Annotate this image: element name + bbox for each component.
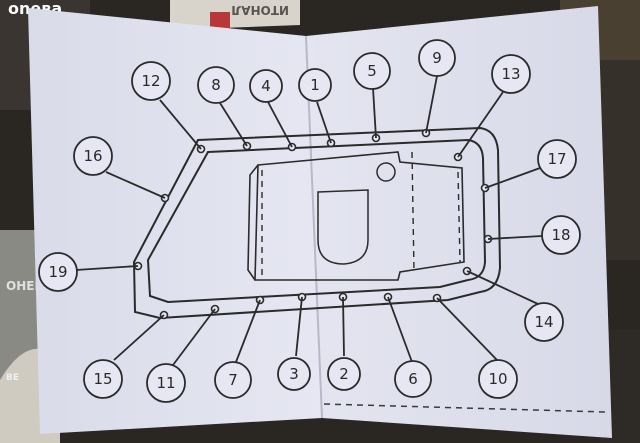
bg-print-text-2: ИТОНАЛ bbox=[231, 3, 289, 17]
callout-7: 7 bbox=[228, 371, 238, 389]
callout-18: 18 bbox=[551, 226, 570, 244]
callout-6: 6 bbox=[408, 370, 418, 388]
callout-17: 17 bbox=[547, 150, 566, 168]
bg-print-text-4: BE bbox=[6, 373, 19, 383]
callout-4: 4 bbox=[261, 77, 271, 95]
callout-14: 14 bbox=[534, 313, 553, 331]
gasket-drawing bbox=[132, 126, 502, 320]
callout-8: 8 bbox=[211, 76, 221, 94]
callout-5: 5 bbox=[367, 62, 377, 80]
callout-circles bbox=[38, 39, 581, 403]
callout-10: 10 bbox=[488, 370, 507, 388]
callout-9: 9 bbox=[432, 49, 442, 67]
callout-labels: 1 2 3 4 5 6 7 8 9 10 11 12 13 14 15 16 1… bbox=[48, 49, 570, 392]
callout-12: 12 bbox=[141, 72, 160, 90]
callout-11: 11 bbox=[156, 374, 175, 392]
callout-15: 15 bbox=[93, 370, 112, 388]
callout-13: 13 bbox=[501, 65, 520, 83]
callout-2: 2 bbox=[339, 365, 349, 383]
callout-3: 3 bbox=[289, 365, 299, 383]
leader-lines bbox=[75, 75, 543, 366]
callout-19: 19 bbox=[48, 263, 67, 281]
callout-16: 16 bbox=[83, 147, 102, 165]
callout-1: 1 bbox=[310, 76, 320, 94]
